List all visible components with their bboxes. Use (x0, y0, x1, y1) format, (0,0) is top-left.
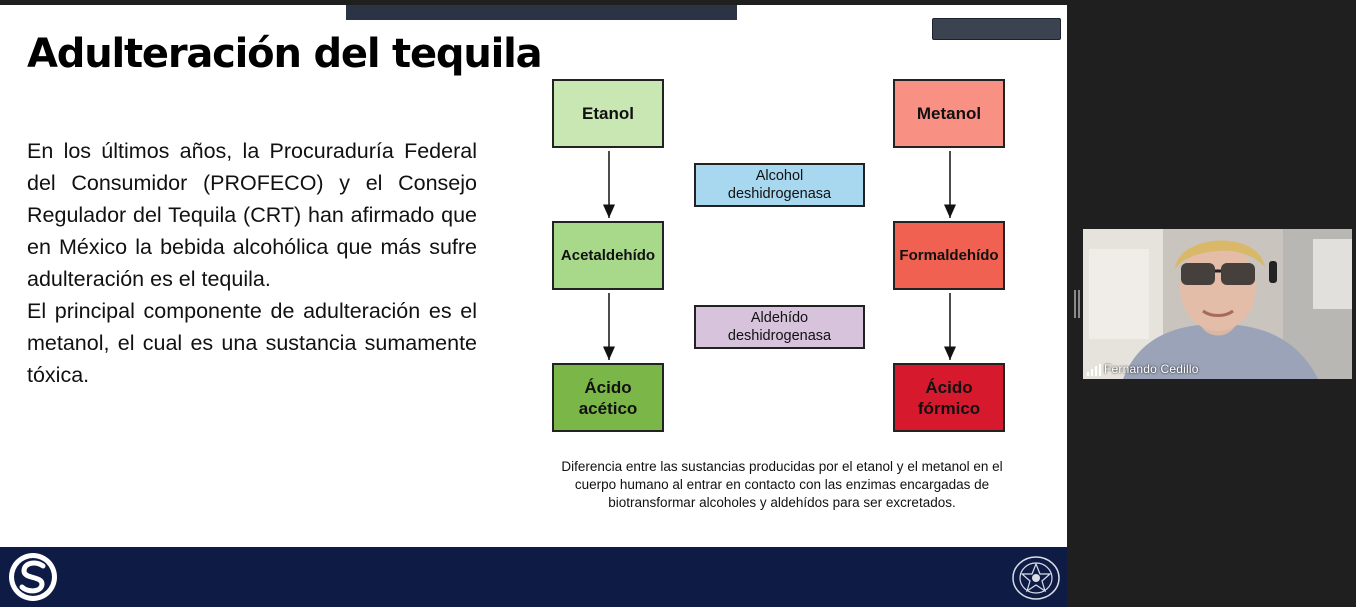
slide-paragraph-2: El principal componente de adulteración … (27, 299, 477, 387)
slide-paragraph-1: En los últimos años, la Procuraduría Fed… (27, 139, 477, 291)
enzyme-1-line1: Alcohol (755, 168, 804, 184)
box-metanol: Metanol (893, 79, 1005, 148)
box-metanol-label: Metanol (916, 103, 982, 123)
participant-video[interactable] (1083, 229, 1352, 379)
box-acetaldehido-label: Acetaldehído (560, 247, 656, 264)
presentation-slide: Adulteración del tequila En los últimos … (0, 5, 1067, 607)
enzyme-alcohol-deshidrogenasa: Alcohol deshidrogenasa (694, 163, 865, 207)
screen-share-tab[interactable] (346, 5, 737, 20)
box-etanol-label: Etanol (582, 103, 634, 123)
slide-footer (0, 547, 1067, 607)
box-formaldehido-label: Formaldehído (899, 247, 999, 264)
participant-name-label: Fernando Cedillo (1104, 362, 1199, 376)
diagram-arrows (603, 151, 956, 360)
enzyme-aldehido-deshidrogenasa: Aldehído deshidrogenasa (694, 305, 865, 349)
box-acetaldehido: Acetaldehído (552, 221, 664, 290)
enzyme-2-line2: deshidrogenasa (727, 328, 832, 344)
diagram-caption: Diferencia entre las sustancias producid… (561, 459, 1003, 510)
box-acido-acetico: Ácido acético (552, 363, 664, 432)
box-formaldehido: Formaldehído (893, 221, 1005, 290)
box-acido-formico-label: Ácido fórmico (917, 377, 981, 418)
box-acido-acetico-label: Ácido acético (578, 377, 638, 418)
university-emblem-icon (1012, 556, 1060, 600)
enzyme-2-line1: Aldehído (750, 310, 809, 326)
slide-title: Adulteración del tequila (27, 31, 543, 77)
share-control-bar[interactable] (932, 18, 1061, 40)
box-acido-formico: Ácido fórmico (893, 363, 1005, 432)
signal-bars-icon (1087, 364, 1101, 376)
enzyme-1-line2: deshidrogenasa (727, 186, 832, 202)
institution-logo-icon (9, 553, 57, 601)
box-etanol: Etanol (552, 79, 664, 148)
panel-splitter-icon[interactable] (1074, 290, 1080, 318)
